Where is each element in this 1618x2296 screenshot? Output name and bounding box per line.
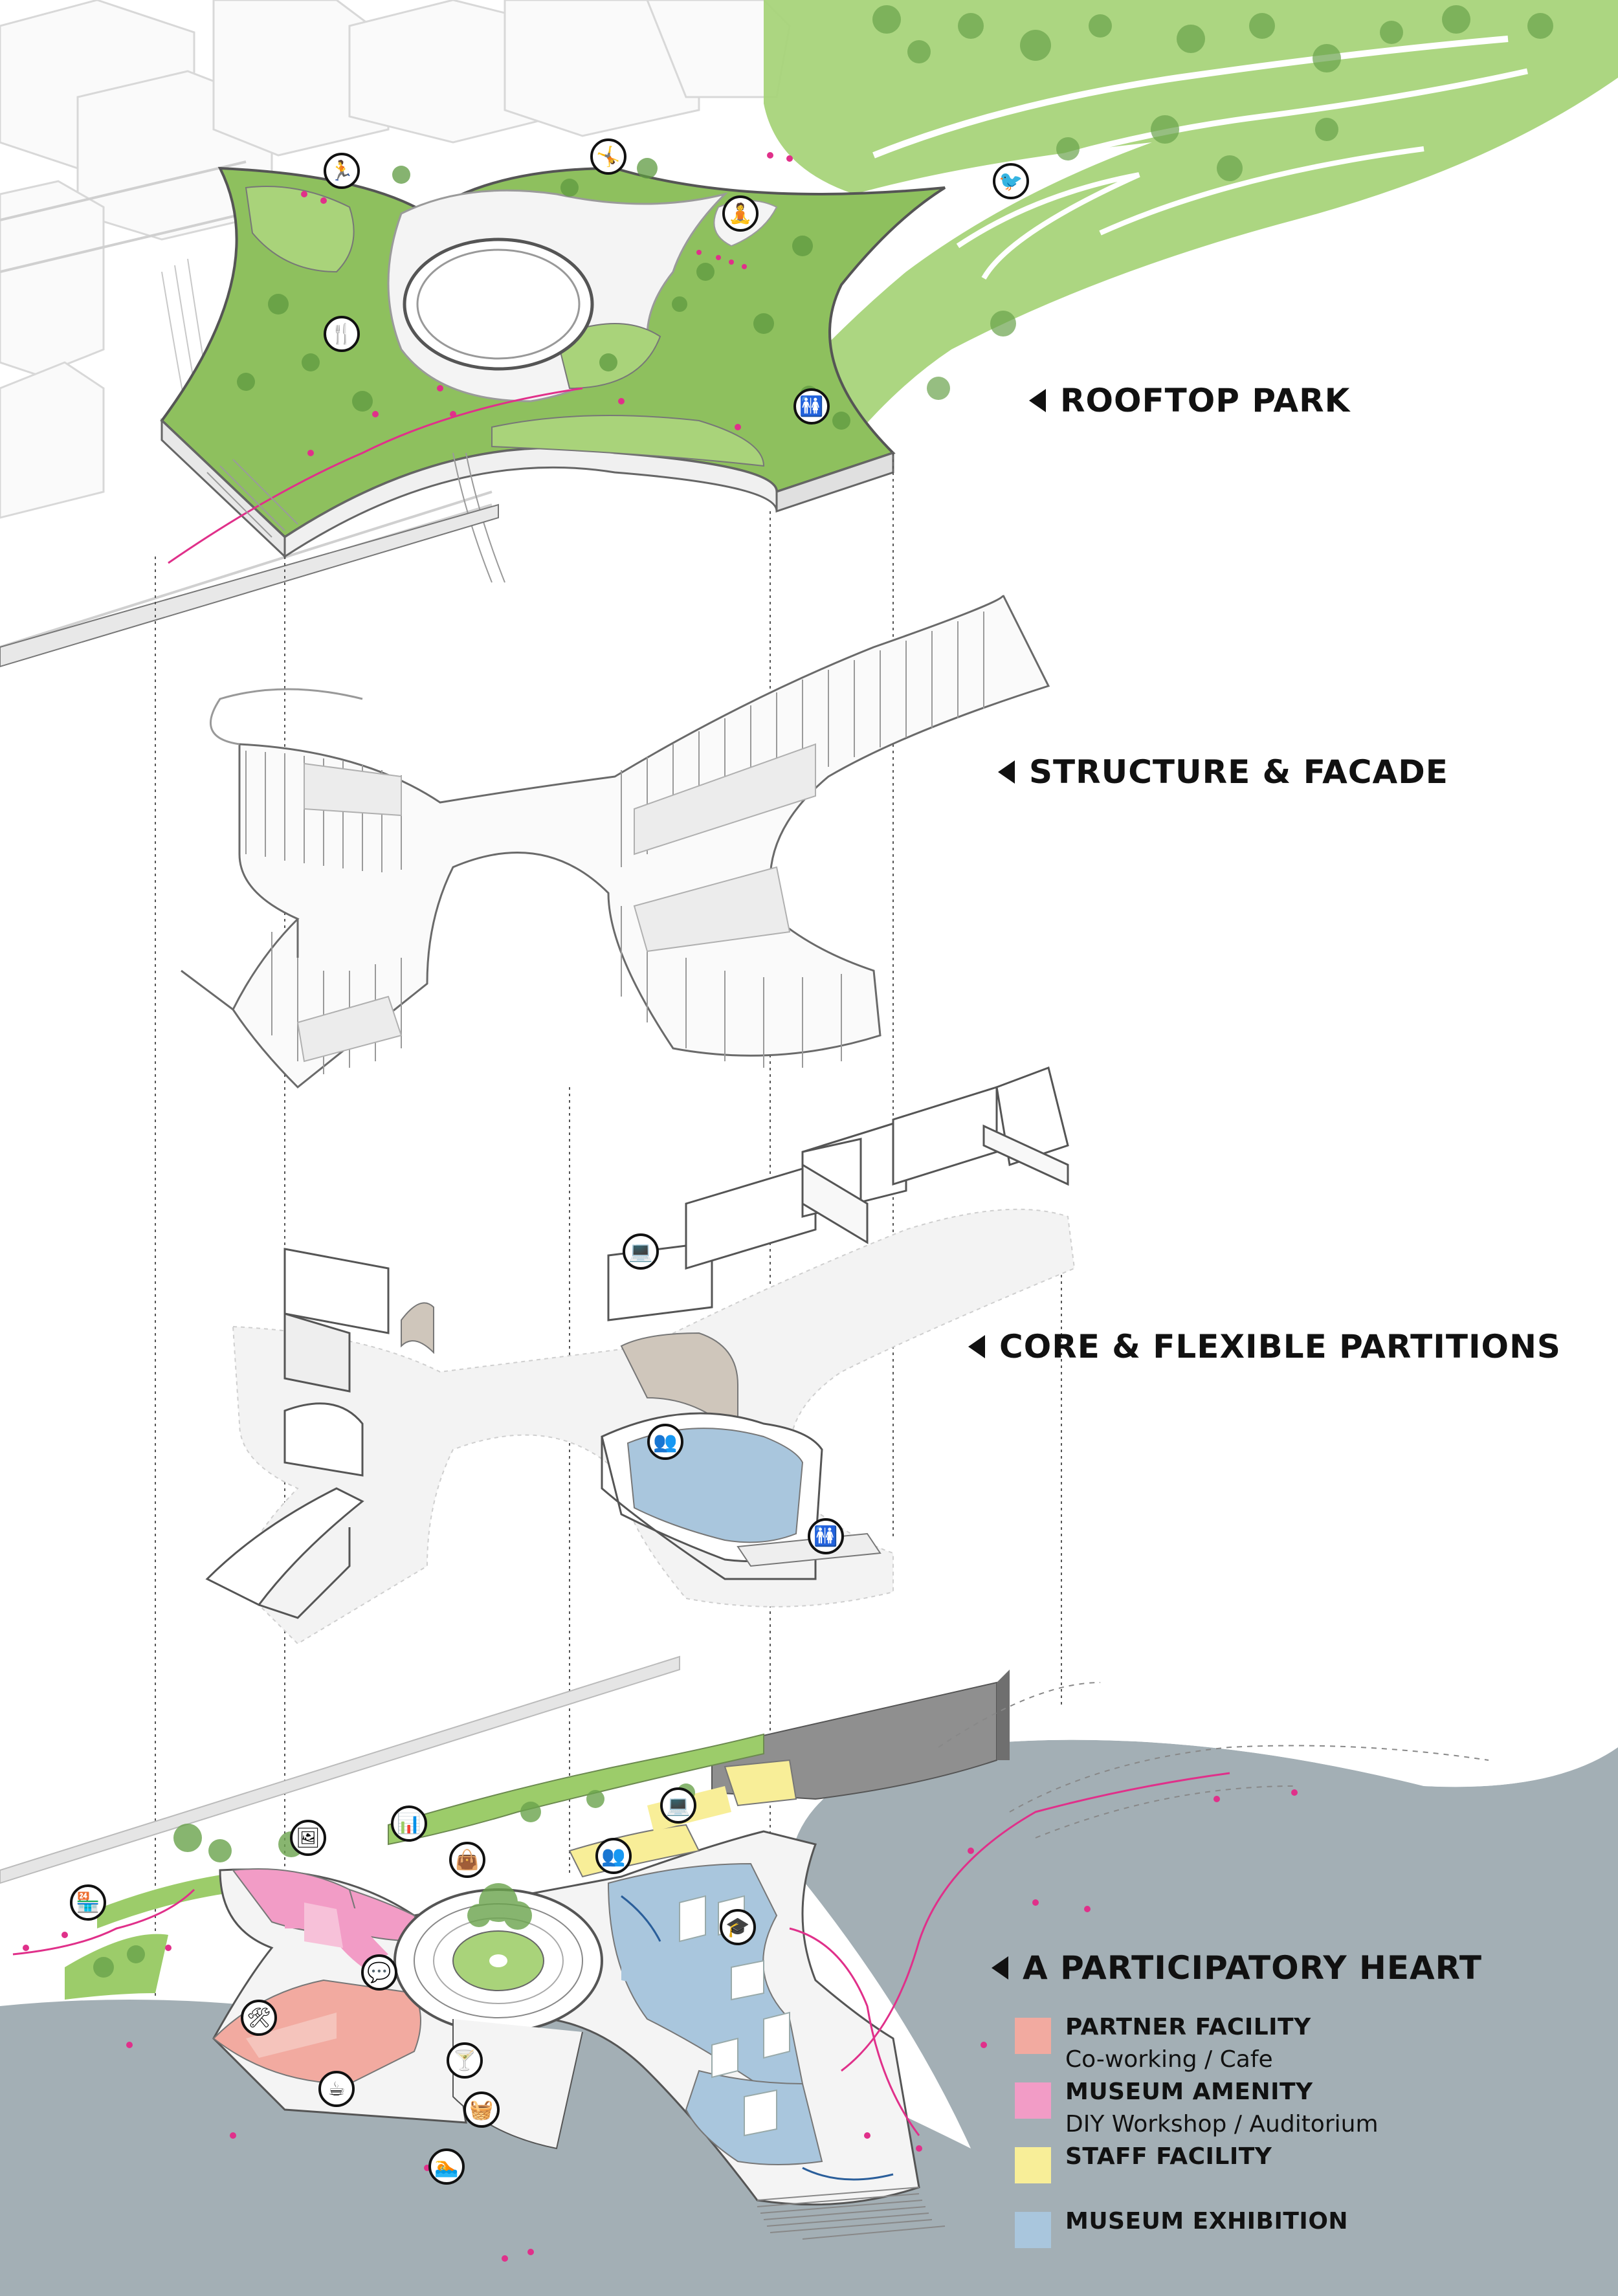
legend: PARTNER FACILITY Co-working / Cafe MUSEU… xyxy=(1015,2013,1584,2271)
legend-item-exhibition: MUSEUM EXHIBITION xyxy=(1015,2207,1584,2271)
shopping-bag-icon: 👜 xyxy=(449,1842,485,1878)
triangle-pointer-icon xyxy=(992,1956,1008,1980)
food-icon: 🍴 xyxy=(324,316,360,352)
legend-item-partner: PARTNER FACILITY Co-working / Cafe xyxy=(1015,2013,1584,2077)
chat-icon: 💬 xyxy=(361,1954,397,1991)
legend-swatch xyxy=(1015,2212,1051,2248)
lecture-icon: 🎓 xyxy=(720,1909,756,1945)
layer-label-structure: STRUCTURE & FACADE xyxy=(998,753,1448,791)
layer-label-text: CORE & FLEXIBLE PARTITIONS xyxy=(999,1328,1561,1365)
cafe-icon: ☕ xyxy=(318,2071,355,2107)
triangle-pointer-icon xyxy=(1029,389,1046,412)
meeting-icon: 👥 xyxy=(595,1838,632,1874)
rooftop-park-layer xyxy=(0,152,946,668)
greenway-park xyxy=(751,0,1618,453)
cocktail-icon: 🍸 xyxy=(447,2042,483,2079)
desk-icon: 💻 xyxy=(623,1233,659,1270)
workshop-icon: 🛠 xyxy=(241,2000,277,2036)
legend-subtitle: DIY Workshop / Auditorium xyxy=(1065,2111,1379,2137)
layer-label-rooftop: ROOFTOP PARK xyxy=(1029,382,1350,419)
gallery-icon: 🖼 xyxy=(290,1820,326,1856)
presentation-icon: 📊 xyxy=(391,1805,427,1842)
meeting-icon: 👥 xyxy=(647,1424,683,1460)
legend-title: PARTNER FACILITY xyxy=(1065,2014,1311,2040)
legend-item-staff: STAFF FACILITY xyxy=(1015,2142,1584,2207)
triangle-pointer-icon xyxy=(968,1335,985,1358)
layer-label-text: A PARTICIPATORY HEART xyxy=(1023,1949,1483,1987)
triangle-pointer-icon xyxy=(998,760,1015,784)
restroom-icon: 🚻 xyxy=(793,388,830,425)
legend-subtitle: Co-working / Cafe xyxy=(1065,2046,1273,2073)
legend-title: STAFF FACILITY xyxy=(1065,2143,1272,2170)
swimmer-icon: 🏊 xyxy=(428,2148,465,2185)
legend-title: MUSEUM EXHIBITION xyxy=(1065,2208,1349,2235)
legend-swatch xyxy=(1015,2018,1051,2054)
structure-facade-layer xyxy=(181,595,1050,1089)
layer-label-ground: A PARTICIPATORY HEART xyxy=(992,1949,1482,1987)
core-partitions-layer xyxy=(205,1066,1076,1645)
bird-icon: 🐦 xyxy=(993,163,1029,199)
desk-icon: 💻 xyxy=(660,1787,696,1824)
layer-label-text: STRUCTURE & FACADE xyxy=(1029,753,1448,791)
runner-icon: 🏃 xyxy=(324,153,360,189)
legend-swatch xyxy=(1015,2082,1051,2119)
layer-label-core: CORE & FLEXIBLE PARTITIONS xyxy=(968,1328,1561,1365)
layer-label-text: ROOFTOP PARK xyxy=(1060,382,1351,419)
legend-item-amenity: MUSEUM AMENITY DIY Workshop / Auditorium xyxy=(1015,2077,1584,2142)
yoga-icon: 🧘 xyxy=(722,195,759,232)
legend-swatch xyxy=(1015,2147,1051,2183)
context-buildings xyxy=(0,0,791,519)
exercise-icon: 🤸 xyxy=(590,138,626,175)
picnic-icon: 🧺 xyxy=(463,2092,500,2128)
legend-title: MUSEUM AMENITY xyxy=(1065,2079,1313,2105)
kiosk-icon: 🏪 xyxy=(70,1884,106,1921)
restroom-icon: 🚻 xyxy=(808,1518,844,1554)
